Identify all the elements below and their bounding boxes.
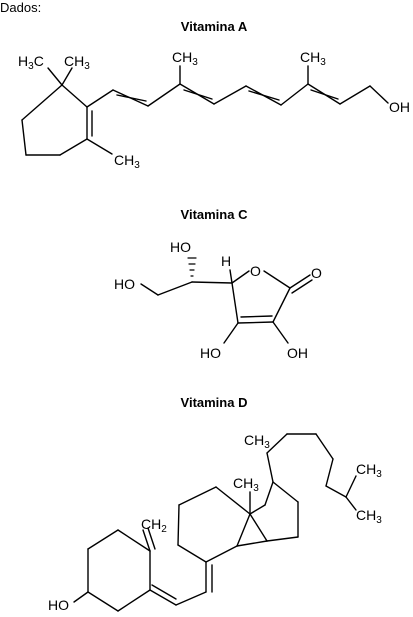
vitamin-a-ch3-right-label: CH3 [300, 49, 326, 68]
vitamin-a-ch3-ring-label: CH3 [114, 152, 140, 171]
vitamin-a-structure [21, 65, 389, 156]
vitamin-a-oh-label: OH [389, 99, 410, 115]
vitamin-c-title: Vitamina C [181, 207, 249, 222]
vitamin-c-hashed-wedge [187, 257, 197, 277]
vitamin-c-structure [140, 269, 313, 344]
vitamin-c-oh-bottom-right-label: OH [287, 345, 308, 361]
vitamin-c-ho-left-label: HO [114, 276, 135, 292]
vitamin-d-structure [73, 433, 357, 612]
vitamin-c-o-carbonyl-label: O [311, 265, 322, 281]
vitamin-d-ch3-iso-top-label: CH3 [356, 461, 382, 480]
vitamin-d-ch3-chain-label: CH3 [244, 432, 270, 451]
intro-text: Dados: [0, 0, 42, 15]
vitamin-c-o-ring-label: O [250, 263, 261, 279]
vitamin-c-ho-bottom-left-label: HO [200, 345, 221, 361]
vitamin-d-ho-label: HO [48, 597, 69, 613]
vitamin-d-ch2-label: CH2 [141, 516, 167, 535]
vitamin-a-h3c-label: H3C [18, 53, 44, 72]
vitamin-d-title: Vitamina D [181, 395, 248, 410]
vitamin-a-ch3-mid-label: CH3 [172, 49, 198, 68]
vitamin-a-title: Vitamina A [181, 19, 248, 34]
vitamin-d-ch3-iso-bottom-label: CH3 [356, 507, 382, 526]
vitamin-c-h-label: H [221, 253, 231, 269]
vitamin-a-ch3-top-label: CH3 [64, 53, 90, 72]
vitamin-c-ho-top-label: HO [170, 239, 191, 255]
vitamin-d-ch3-ring-label: CH3 [233, 475, 259, 494]
